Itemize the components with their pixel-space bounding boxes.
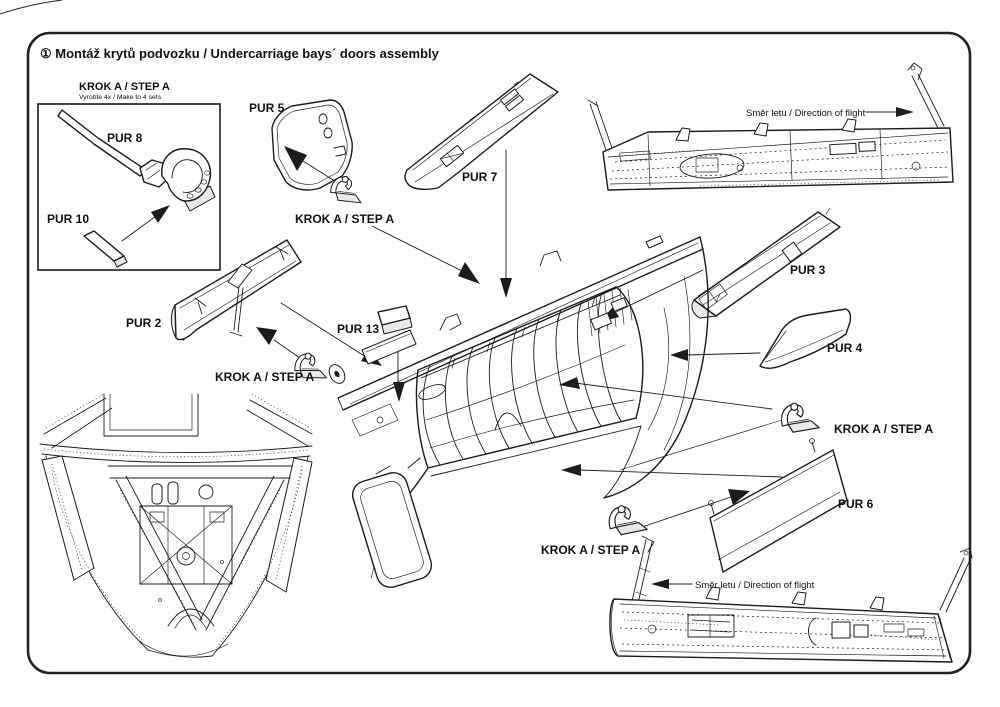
leader-line xyxy=(302,160,339,184)
arrow-line xyxy=(641,496,732,528)
arrow-line xyxy=(280,302,367,358)
hinge-detail xyxy=(194,297,207,315)
part-label-pur4: PUR 4 xyxy=(827,341,863,355)
fuselage-center-drawing xyxy=(328,235,709,589)
lower-wing-drawing xyxy=(609,535,973,663)
step-a-label: KROK A / STEP A xyxy=(541,543,640,557)
page-title: ① Montáž krytů podvozku / Undercarriage … xyxy=(40,46,440,61)
door-panel-pur2 xyxy=(174,239,302,341)
strip-part-pur13 xyxy=(377,305,411,326)
part-label-pur2: PUR 2 xyxy=(126,316,162,330)
pur5-group: PUR 5 KROK A / STEP A xyxy=(249,99,480,284)
direction-arrow xyxy=(651,579,669,589)
arrow-line xyxy=(574,382,773,410)
pur4-group: PUR 4 xyxy=(670,308,863,369)
bottom-hinge-group: KROK A / STEP A xyxy=(541,504,650,557)
arrow-line xyxy=(685,352,761,356)
part-label-pur3: PUR 3 xyxy=(790,263,826,277)
pur2-group: PUR 2 KROK A / STEP A xyxy=(126,239,382,385)
arrow-line xyxy=(121,215,157,242)
panel-square-detail xyxy=(781,241,803,263)
placement-arrow xyxy=(256,327,277,345)
fuselage-front-view-drawing xyxy=(39,393,313,658)
part-label-pur5: PUR 5 xyxy=(249,101,285,115)
actuator-rod xyxy=(229,285,244,337)
part-label-pur10: PUR 10 xyxy=(47,212,89,226)
door-panel-pur5 xyxy=(271,99,353,191)
step-a-box-frame xyxy=(37,103,221,271)
direction-arrow xyxy=(896,107,914,117)
part-label-pur7: PUR 7 xyxy=(462,170,498,184)
arrow-line xyxy=(371,225,465,273)
page-curl-line xyxy=(0,0,63,15)
pur6-group: PUR 6 xyxy=(641,438,874,573)
door-panel-pur6 xyxy=(709,449,848,573)
panel-window-detail xyxy=(698,283,728,311)
arrow-line xyxy=(613,269,704,314)
placement-arrow xyxy=(151,205,170,223)
placement-arrow xyxy=(728,489,750,505)
step-a-box: KROK A / STEP A Vyrobte 4x / Make to 4 s… xyxy=(37,81,221,271)
pur7-group: PUR 7 xyxy=(404,73,559,298)
bay-door-open xyxy=(41,455,95,581)
part-label-pur6: PUR 6 xyxy=(838,497,874,511)
upper-wing-drawing xyxy=(587,62,954,191)
gear-strut xyxy=(939,557,971,613)
step-a-box-subheading: Vyrobte 4x / Make to 4 sets xyxy=(79,94,162,101)
part-drawing-pur8 xyxy=(57,109,216,212)
step-a-label: KROK A / STEP A xyxy=(295,212,394,226)
nose-cowl xyxy=(351,471,433,589)
keel-bracket xyxy=(439,313,462,331)
door-panel-pur4 xyxy=(759,308,852,369)
part-label-pur13: PUR 13 xyxy=(337,322,379,336)
step-a-box-heading: KROK A / STEP A xyxy=(79,81,170,93)
leader-line xyxy=(619,419,783,471)
placement-arrow xyxy=(559,377,580,389)
placement-arrow xyxy=(284,146,307,171)
arrow-line xyxy=(578,469,783,478)
placement-arrow xyxy=(670,349,688,361)
flight-direction-label: Směr letu / Direction of flight xyxy=(695,580,815,591)
right-hinge-group: KROK A / STEP A xyxy=(779,401,933,437)
step-a-label: KROK A / STEP A xyxy=(834,422,933,436)
flight-direction-top: Směr letu / Direction of flight xyxy=(746,107,914,119)
hinge-detail xyxy=(275,246,289,261)
placement-arrow xyxy=(458,262,480,284)
placement-arrow xyxy=(500,278,512,298)
flight-direction-bottom: Směr letu / Direction of flight xyxy=(651,579,815,591)
keel-bracket xyxy=(539,250,562,267)
bay-door-open xyxy=(265,457,313,593)
placement-arrow xyxy=(561,464,581,476)
step-a-label: KROK A / STEP A xyxy=(215,370,314,384)
leader-line xyxy=(273,339,301,359)
flight-direction-label: Směr letu / Direction of flight xyxy=(746,108,866,119)
part-label-pur8: PUR 8 xyxy=(107,131,143,145)
actuator-bracket xyxy=(227,263,253,289)
panel-latch-detail xyxy=(500,88,524,112)
panel-latch-detail xyxy=(439,144,465,168)
part-drawing-pur10 xyxy=(83,230,128,268)
